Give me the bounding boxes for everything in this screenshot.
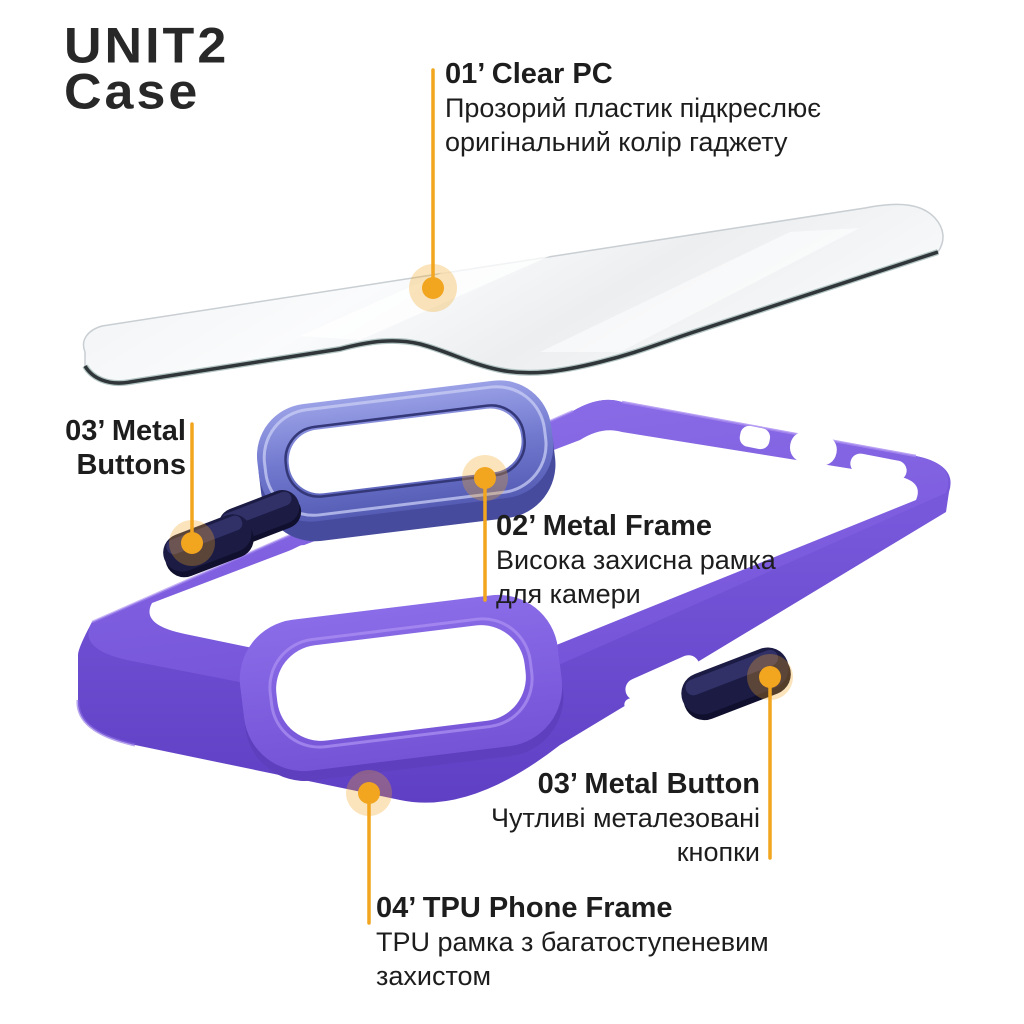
callout-tpu-frame: 04’ TPU Phone Frame TPU рамка з багатост… bbox=[376, 891, 769, 993]
callout-clear-pc-desc-line1: Прозорий пластик підкреслює bbox=[445, 93, 822, 123]
callout-metal-button-desc-line1: Чутливі металезовані bbox=[491, 803, 760, 833]
callout-dots bbox=[169, 264, 793, 816]
brand-logo-line1: UNIT2 bbox=[64, 18, 230, 74]
clear-pc-plate bbox=[82, 203, 944, 386]
callout-metal-button-desc-line2: кнопки bbox=[676, 837, 760, 867]
callout-dot-02 bbox=[474, 467, 496, 489]
callout-clear-pc: 01’ Clear PC Прозорий пластик підкреслює… bbox=[445, 57, 821, 159]
callout-metal-frame-title: 02’ Metal Frame bbox=[496, 510, 712, 542]
callout-clear-pc-desc-line2: оригінальний колір гаджету bbox=[445, 127, 788, 157]
callout-metal-frame-desc-line2: для камери bbox=[496, 579, 641, 609]
callout-metal-button: 03’ Metal Button Чутливі металезовані кн… bbox=[420, 767, 760, 869]
callout-dot-01 bbox=[422, 277, 444, 299]
plate-sheen bbox=[300, 216, 640, 340]
callout-metal-buttons-title-line2: Buttons bbox=[76, 449, 186, 481]
callout-metal-frame: 02’ Metal Frame Висока захисна рамка для… bbox=[496, 509, 776, 611]
case-bottom-cutouts bbox=[624, 655, 700, 712]
callout-clear-pc-title: 01’ Clear PC bbox=[445, 58, 613, 90]
camera-cutout-ring bbox=[239, 594, 564, 781]
callout-metal-button-title: 03’ Metal Button bbox=[537, 768, 760, 800]
callout-tpu-frame-title: 04’ TPU Phone Frame bbox=[376, 892, 673, 924]
tpu-case bbox=[76, 399, 951, 803]
callout-metal-buttons: 03’ Metal Buttons bbox=[20, 414, 186, 482]
case-top-cutouts bbox=[739, 425, 907, 481]
callout-leaders bbox=[190, 68, 772, 925]
callout-metal-buttons-title-line1: 03’ Metal bbox=[65, 415, 186, 447]
callout-dot-03a bbox=[181, 532, 203, 554]
brand-logo: UNIT2 Case bbox=[64, 18, 230, 120]
callout-tpu-frame-desc-line1: TPU рамка з багатоступеневим bbox=[376, 927, 769, 957]
plate-sheen bbox=[540, 228, 860, 352]
callout-tpu-frame-desc-line2: захистом bbox=[376, 961, 492, 991]
callout-dot-04 bbox=[358, 782, 380, 804]
callout-metal-frame-desc-line1: Висока захисна рамка bbox=[496, 545, 776, 575]
brand-logo-line2: Case bbox=[64, 64, 201, 120]
callout-dot-03b bbox=[759, 666, 781, 688]
